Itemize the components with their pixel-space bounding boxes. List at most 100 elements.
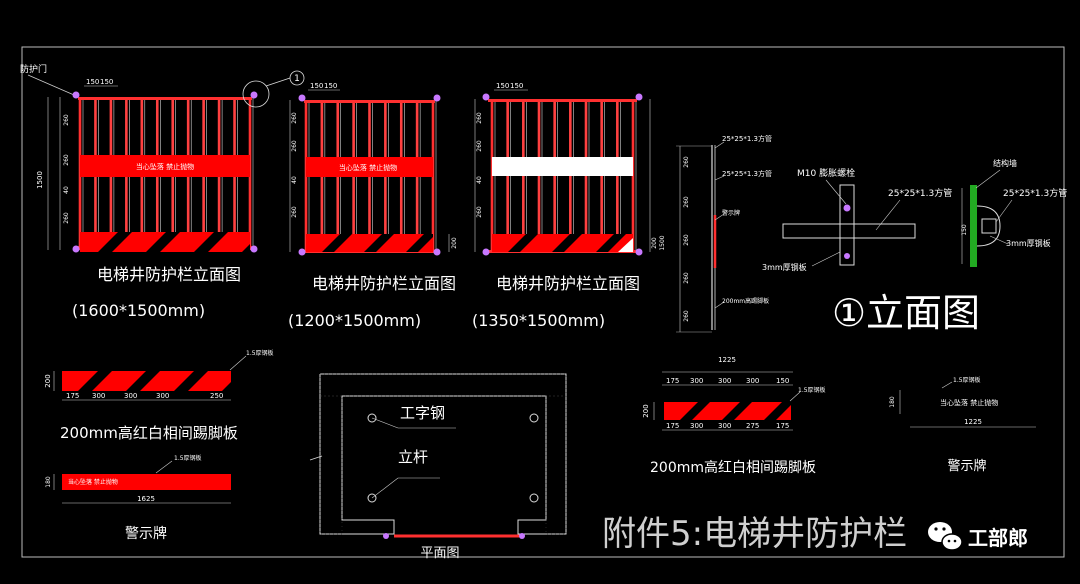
plan-title: 平面图	[420, 546, 459, 561]
svg-text:150: 150	[310, 82, 323, 90]
svg-text:当心坠落 禁止抛物: 当心坠落 禁止抛物	[940, 398, 998, 407]
bolt-icon	[482, 248, 490, 256]
drawing-frame	[21, 46, 1065, 558]
svg-text:260: 260	[683, 156, 690, 168]
bolt-icon	[635, 248, 643, 256]
svg-text:180: 180	[889, 396, 896, 408]
brand-name: 工部郎	[968, 526, 1028, 550]
svg-text:300: 300	[690, 377, 703, 385]
bolt-icon	[298, 248, 306, 256]
svg-text:275: 275	[746, 422, 759, 430]
svg-text:150: 150	[510, 82, 523, 90]
svg-text:260: 260	[291, 112, 298, 124]
svg-text:180: 180	[45, 476, 52, 488]
tube-label: 25*25*1.3方管	[888, 187, 952, 199]
svg-text:警示牌: 警示牌	[722, 209, 740, 217]
svg-text:40: 40	[476, 176, 483, 184]
svg-text:1225: 1225	[718, 356, 736, 364]
detail-title: ①立面图	[832, 291, 980, 335]
svg-text:300: 300	[718, 377, 731, 385]
svg-text:260: 260	[63, 114, 70, 126]
warning-band-text: 当心坠落 禁止抛物	[339, 163, 397, 172]
top-dim-1: 150	[86, 78, 99, 86]
elevation-3-size: (1350*1500mm)	[472, 311, 605, 330]
bolt-icon	[72, 91, 80, 99]
svg-text:250: 250	[210, 392, 223, 400]
callout-bubble	[289, 70, 305, 86]
detail-1-elevation: M10 膨胀螺栓 25*25*1.3方管 3mm厚钢板 ①立面图 结构墙 25*…	[762, 158, 1067, 335]
svg-text:25*25*1.3方管: 25*25*1.3方管	[722, 134, 772, 143]
elevation-2-title: 电梯井防护栏立面图	[312, 274, 456, 293]
bolt-icon	[482, 93, 490, 101]
wechat-logo-icon	[928, 522, 963, 551]
svg-text:25*25*1.3方管: 25*25*1.3方管	[1003, 187, 1067, 199]
svg-text:300: 300	[124, 392, 137, 400]
warning-band	[80, 155, 250, 177]
svg-text:150: 150	[961, 224, 968, 236]
svg-text:200: 200	[642, 404, 650, 417]
svg-text:300: 300	[92, 392, 105, 400]
svg-text:300: 300	[690, 422, 703, 430]
bolt-icon	[250, 91, 258, 99]
svg-text:40: 40	[291, 176, 298, 184]
svg-text:260: 260	[63, 212, 70, 224]
svg-text:260: 260	[683, 310, 690, 322]
bolt-icon	[433, 94, 441, 102]
bolt-icon	[433, 248, 441, 256]
top-dim-2: 150	[100, 78, 113, 86]
svg-text:175: 175	[66, 392, 79, 400]
kickboard-2-title: 200mm高红白相间踢脚板	[650, 459, 816, 476]
plate-label: 3mm厚钢板	[762, 262, 807, 272]
kickboard-stripes	[80, 232, 250, 252]
svg-text:25*25*1.3方管: 25*25*1.3方管	[722, 169, 772, 178]
svg-text:1500: 1500	[659, 235, 666, 250]
svg-text:300: 300	[156, 392, 169, 400]
elevation-1-title: 电梯井防护栏立面图	[97, 265, 241, 284]
svg-text:260: 260	[683, 272, 690, 284]
svg-text:当心坠落 禁止抛物: 当心坠落 禁止抛物	[68, 478, 118, 486]
kickboard-stripes	[492, 234, 633, 252]
svg-text:260: 260	[63, 154, 70, 166]
bolt-icon	[844, 253, 850, 259]
svg-text:1225: 1225	[964, 418, 982, 426]
kickboard-1-title: 200mm高红白相间踢脚板	[60, 424, 238, 442]
elevation-1200: 当心坠落 禁止抛物 150 150 260 260 40 260 200 电梯井…	[288, 82, 458, 330]
svg-text:200: 200	[44, 374, 52, 387]
svg-text:300: 300	[746, 377, 759, 385]
svg-text:1.5厚钢板: 1.5厚钢板	[953, 376, 981, 384]
bolt-icon	[298, 94, 306, 102]
svg-text:260: 260	[291, 206, 298, 218]
kickboard-detail-1: 1.5厚钢板 200 175 300 300 300 250 200mm高红白相…	[44, 349, 274, 442]
elevation-1-size: (1600*1500mm)	[72, 301, 205, 320]
elevation-1600: 防护门 当心坠落 禁止抛物 1 150 150 1500	[20, 63, 305, 320]
kickboard-detail-2: 1225 175 300 300 300 150 1.5厚钢板 200 175 …	[642, 356, 826, 476]
wall-label: 结构墙	[993, 158, 1017, 168]
detail-callout-circle	[242, 80, 270, 108]
sign-1-title: 警示牌	[125, 525, 167, 542]
bolt-icon	[519, 533, 525, 539]
svg-text:200mm高踢脚板: 200mm高踢脚板	[722, 297, 769, 305]
svg-text:1.5厚钢板: 1.5厚钢板	[174, 454, 202, 462]
svg-text:260: 260	[476, 140, 483, 152]
warning-sign-detail-1: 当心坠落 禁止抛物 1.5厚钢板 180 1625 警示牌	[45, 454, 231, 542]
callout-number: 1	[294, 74, 300, 84]
structural-wall	[970, 185, 977, 267]
kickboard-stripes	[306, 234, 433, 252]
post-label: 立杆	[398, 448, 428, 466]
svg-text:1.5厚钢板: 1.5厚钢板	[246, 349, 274, 357]
svg-text:150: 150	[324, 82, 337, 90]
svg-text:150: 150	[776, 377, 789, 385]
svg-text:260: 260	[291, 140, 298, 152]
bolt-icon	[635, 93, 643, 101]
svg-text:175: 175	[666, 422, 679, 430]
svg-text:260: 260	[683, 196, 690, 208]
sign-2-title: 警示牌	[947, 458, 986, 474]
svg-text:175: 175	[776, 422, 789, 430]
drawing-title: 附件5:电梯井防护栏	[602, 514, 907, 554]
bolt-icon	[843, 204, 851, 212]
plan-view: 工字钢 立杆 平面图	[309, 373, 567, 561]
svg-text:3mm厚钢板: 3mm厚钢板	[1006, 238, 1051, 248]
bolt-icon	[250, 245, 258, 253]
svg-text:175: 175	[666, 377, 679, 385]
